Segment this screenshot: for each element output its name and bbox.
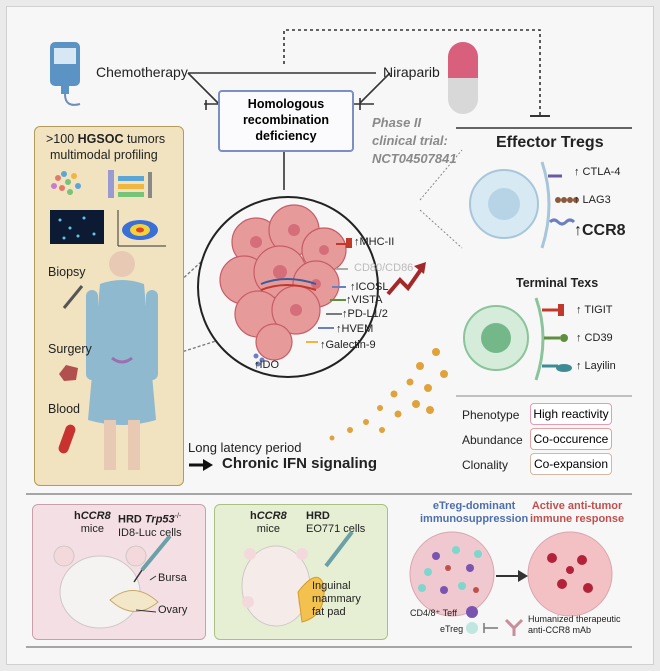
chemo-to-hrd-line (187, 72, 219, 104)
model-mid-label-2: mammary (312, 593, 361, 605)
effector-treg-cell (469, 161, 579, 249)
sample-blood: Blood (48, 402, 80, 416)
antibody-label-2: anti-CCR8 mAb (528, 625, 592, 635)
effector-title: Effector Tregs (496, 134, 604, 151)
model-mid-gene: CCR8 (256, 510, 287, 522)
model-mid-mouse (241, 530, 354, 627)
capsule-icon (448, 42, 478, 114)
trial-line-1: Phase II (372, 115, 422, 130)
feature-value-clonality: Co-expansion (530, 453, 612, 475)
ifn-signal-label: Chronic IFN signaling (222, 455, 378, 472)
density-plot-icon (117, 210, 166, 247)
sequencing-icon (108, 170, 152, 198)
right-arrow-icon (189, 459, 213, 471)
feature-label-clonality: Clonality (462, 458, 509, 472)
terminal-marker-tigit: ↑ TIGIT (576, 304, 613, 316)
model-mid-h: h (250, 510, 257, 522)
outcome-left-title-1: eTreg-dominant (432, 500, 516, 512)
model-left-hrd: HRD (118, 513, 145, 526)
outcome-right-title-2: immune response (530, 513, 625, 525)
marker-galectin: ↑Galectin-9 (320, 339, 376, 351)
hrd-line-3: deficiency (255, 129, 317, 143)
blood-tube-icon (58, 424, 76, 454)
effector-marker-lag3: ↑ LAG3 (574, 194, 611, 206)
marker-icosl: ↑ICOSL (350, 281, 389, 293)
model-left-bursa: Bursa (158, 572, 187, 584)
cohort-title-bold: HGSOC (77, 132, 124, 146)
model-left-mice-word: mice (80, 523, 104, 535)
hrd-box: Homologous recombination deficiency (218, 90, 354, 152)
marker-hvem: ↑HVEM (336, 323, 374, 335)
sample-biopsy: Biopsy (48, 265, 86, 279)
nira-to-hrd-line (359, 72, 391, 104)
imaging-icon (50, 210, 104, 244)
effector-marker-ccr8: ↑CCR8 (574, 222, 626, 239)
antibody-label-1: Humanized therapeutic (528, 614, 621, 624)
biopsy-needle-icon (62, 285, 84, 309)
niraparib-label: Niraparib (383, 64, 440, 80)
cohort-title: >100 HGSOC tumors (46, 132, 165, 146)
marker-ido: ↑IDO (254, 359, 280, 371)
marker-vista: ↑VISTA (346, 294, 383, 306)
model-left-trp53: Trp53 (144, 513, 175, 526)
model-mid-mice-word: mice (256, 523, 280, 535)
model-mid-label-3: fat pad (312, 606, 346, 618)
sample-surgery: Surgery (48, 342, 92, 356)
cohort-title-prefix: >100 (46, 132, 78, 146)
trial-line-3: NCT04507841 (372, 151, 457, 166)
effector-marker-ctla4: ↑ CTLA-4 (574, 166, 621, 178)
model-left-gene: CCR8 (80, 510, 111, 522)
iv-bag-icon (50, 42, 81, 106)
feature-value-abundance: Co-occurence (530, 428, 612, 450)
model-left-cells-line: ID8-Luc cells (118, 526, 182, 539)
model-left-cells: HRD Trp53-/- ID8-Luc cells (118, 510, 182, 540)
feature-label-phenotype: Phenotype (462, 408, 520, 422)
niraparib-effector-dotted-line (283, 29, 541, 115)
outcome-left-title-2: immunosuppression (420, 513, 529, 525)
tissue-sample-icon (59, 365, 78, 381)
marker-mhc: ↑MHC-II (354, 236, 395, 248)
patient-illustration (86, 251, 158, 470)
model-left-ovary: Ovary (158, 604, 188, 616)
outcome-right-title-1: Active anti-tumor (531, 500, 623, 512)
terminal-marker-cd39: ↑ CD39 (576, 332, 613, 344)
feature-value-phenotype: High reactivity (530, 403, 612, 425)
chemotherapy-label: Chemotherapy (96, 64, 188, 80)
legend-teff: CD4/8⁺ Teff (410, 608, 457, 618)
model-left-sup: -/- (174, 513, 182, 520)
marker-cd80: CD80/CD86 (354, 262, 414, 274)
legend-treg: eTreg (440, 624, 464, 634)
ifn-particles (329, 348, 448, 441)
cohort-title-suffix: tumors (123, 132, 166, 146)
terminal-marker-layilin: ↑ Layilin (576, 360, 616, 372)
latency-label: Long latency period (188, 440, 302, 455)
outcome-tumor-graphics (409, 531, 613, 636)
profiling-icons (50, 170, 166, 247)
feature-label-abundance: Abundance (462, 433, 523, 447)
model-left-mouse (53, 534, 172, 629)
trial-text: Phase II clinical trial: NCT04507841 (372, 114, 457, 168)
hrd-line-2: recombination (242, 113, 330, 127)
terminal-title: Terminal Texs (516, 276, 599, 290)
hrd-line-1: Homologous (247, 97, 325, 111)
cohort-title-line2: multimodal profiling (50, 148, 158, 162)
terminal-tex-cell (463, 297, 572, 381)
model-mid-label-1: Inguinal (312, 580, 351, 592)
model-left-h: h (74, 510, 81, 522)
model-mid-hrd: HRD (306, 510, 330, 522)
umap-icon (51, 171, 81, 195)
trial-line-2: clinical trial: (372, 133, 448, 148)
tumor-circle (197, 196, 379, 378)
signal-arrow-icon (386, 262, 426, 296)
marker-pdl: ↑PD-L1/2 (342, 308, 388, 320)
